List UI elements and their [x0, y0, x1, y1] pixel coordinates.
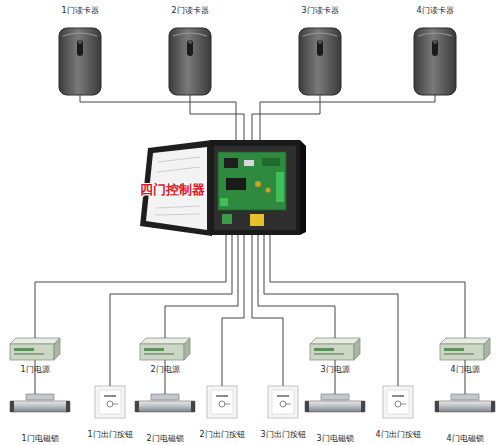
- exit-button: 2门出门按钮: [207, 386, 237, 418]
- card-reader: 2门读卡器: [169, 28, 211, 95]
- wire-connector: [264, 235, 398, 386]
- power-supply: 4门电源: [440, 338, 490, 360]
- wire-connector: [80, 95, 236, 140]
- magnetic-lock: 2门电磁锁: [135, 394, 195, 412]
- power-supply: 2门电源: [140, 338, 190, 360]
- wire-connector: [270, 235, 465, 338]
- magnetic-lock: 4门电磁锁: [435, 394, 495, 412]
- wire-connector: [165, 235, 238, 338]
- exit-button: 4门出门按钮: [383, 386, 413, 418]
- device-label: 3门电源: [321, 365, 350, 375]
- device-label: 4门电源: [451, 365, 480, 375]
- wire-connector: [190, 95, 244, 140]
- power-supply: 3门电源: [310, 338, 360, 360]
- device-label: 1门电磁锁: [22, 434, 59, 444]
- device-label: 2门电磁锁: [147, 434, 184, 444]
- magnetic-lock: 3门电磁锁: [305, 394, 365, 412]
- device-label: 3门出门按钮: [261, 430, 306, 440]
- device-label: 2门读卡器: [172, 6, 209, 16]
- device-label: 1门出门按钮: [88, 430, 133, 440]
- wire-connector: [222, 235, 244, 386]
- wire-connector: [35, 235, 226, 338]
- controller-title: 四门控制器: [140, 182, 205, 197]
- device-label: 3门读卡器: [302, 6, 339, 16]
- wire-connector: [252, 235, 283, 386]
- exit-button: 1门出门按钮: [95, 386, 125, 418]
- device-label: 4门读卡器: [417, 6, 454, 16]
- card-reader: 4门读卡器: [414, 28, 456, 95]
- wire-connector: [110, 235, 232, 386]
- card-reader: 3门读卡器: [299, 28, 341, 95]
- card-reader: 1门读卡器: [59, 28, 101, 95]
- door-controller: 四门控制器: [140, 140, 300, 235]
- device-label: 1门电源: [21, 365, 50, 375]
- device-label: 2门电源: [151, 365, 180, 375]
- power-supply: 1门电源: [10, 338, 60, 360]
- device-label: 4门出门按钮: [376, 430, 421, 440]
- exit-button: 3门出门按钮: [268, 386, 298, 418]
- wire-connector: [260, 95, 435, 140]
- device-label: 1门读卡器: [62, 6, 99, 16]
- controller-cabinet: [140, 140, 306, 236]
- device-label: 3门电磁锁: [317, 434, 354, 444]
- device-label: 2门出门按钮: [200, 430, 245, 440]
- magnetic-lock: 1门电磁锁: [10, 394, 70, 412]
- device-label: 4门电磁锁: [447, 434, 484, 444]
